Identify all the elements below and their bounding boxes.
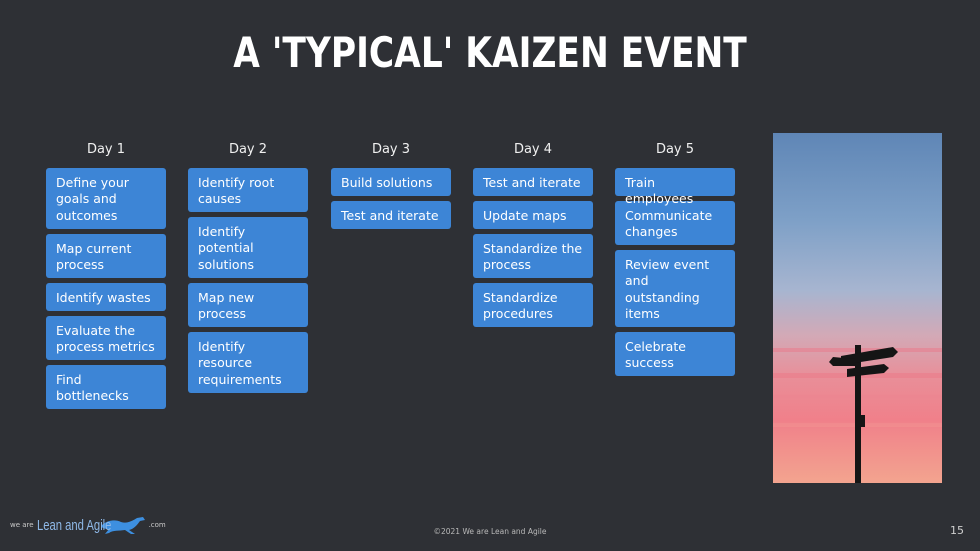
- task-card: Map new process: [188, 283, 308, 327]
- task-card: Test and iterate: [473, 168, 593, 196]
- task-card: Standardize procedures: [473, 283, 593, 327]
- task-card: Evaluate the process metrics: [46, 316, 166, 360]
- task-card: Map current process: [46, 234, 166, 278]
- task-card: Identify potential solutions: [188, 217, 308, 278]
- task-card: Celebrate success: [615, 332, 735, 376]
- day-column-2: Day 2 Identify root causes Identify pote…: [188, 140, 308, 398]
- day-column-4: Day 4 Test and iterate Update maps Stand…: [473, 140, 593, 332]
- day-heading: Day 3: [371, 142, 411, 157]
- page-number: 15: [950, 524, 964, 537]
- task-card: Identify wastes: [46, 283, 166, 311]
- slide-title: A 'TYPICAL' KAIZEN EVENT: [233, 28, 747, 77]
- task-card: Review event and outstanding items: [615, 250, 735, 327]
- day-column-3: Day 3 Build solutions Test and iterate: [331, 140, 451, 234]
- copyright-text: ©2021 We are Lean and Agile: [433, 527, 547, 536]
- day-heading: Day 4: [513, 142, 553, 157]
- task-card: Test and iterate: [331, 201, 451, 229]
- task-card: Find bottlenecks: [46, 365, 166, 409]
- day-heading: Day 2: [228, 142, 268, 157]
- task-card: Update maps: [473, 201, 593, 229]
- task-card: Define your goals and outcomes: [46, 168, 166, 229]
- task-card: Identify root causes: [188, 168, 308, 212]
- greyhound-icon: [100, 517, 145, 534]
- day-heading: Day 1: [86, 142, 126, 157]
- task-card: Build solutions: [331, 168, 451, 196]
- task-card: Standardize the process: [473, 234, 593, 278]
- day-column-1: Day 1 Define your goals and outcomes Map…: [46, 140, 166, 414]
- task-card: Train employees: [615, 168, 735, 206]
- day-heading: Day 5: [655, 142, 695, 157]
- task-card: Communicate changes: [615, 201, 735, 245]
- signpost-sunset-image: [773, 133, 942, 483]
- task-card: Identify resource requirements: [188, 332, 308, 393]
- day-column-5: Day 5 Train employees Communicate change…: [615, 140, 735, 381]
- lean-and-agile-logo: we are Lean and Agile .com: [10, 512, 166, 538]
